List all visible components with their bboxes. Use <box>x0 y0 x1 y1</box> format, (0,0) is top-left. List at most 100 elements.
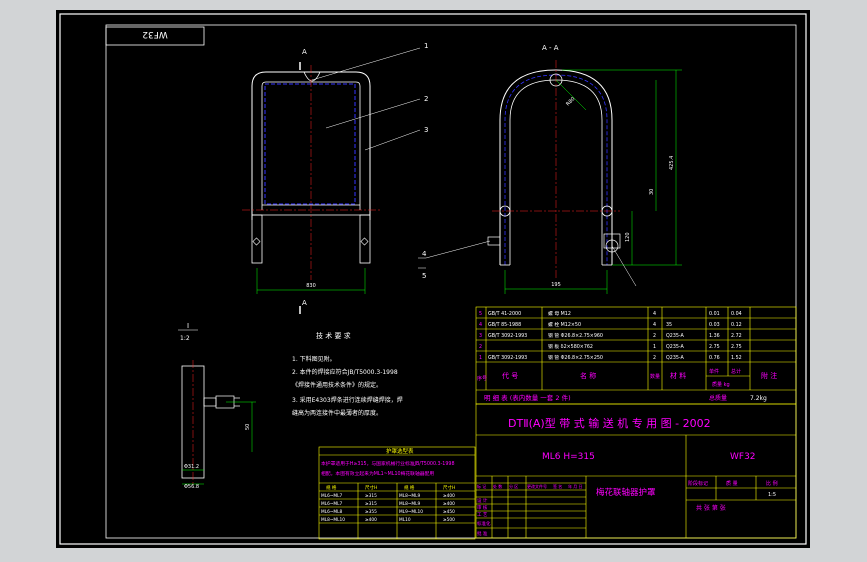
bom-cell-unit: 0.76 <box>709 355 720 361</box>
bom-cell-qty: 1 <box>653 344 656 350</box>
stage-label: 阶段标记 <box>688 480 708 487</box>
sel-cell: ≥500 <box>443 517 455 523</box>
tech-req-line-5: 缝高为两连接件中最薄者的厚度。 <box>292 409 382 417</box>
bom-cell-code: GB/T 85-1988 <box>488 322 521 328</box>
bom-h-total: 总计 <box>731 368 741 375</box>
bom-h-qty: 数量 <box>650 373 660 380</box>
dim-side-radius: R80 <box>565 96 576 107</box>
sel-h-0: 规 格 <box>326 484 337 491</box>
bom-cell-name: 钢 板 δ2×580×762 <box>548 343 593 350</box>
bom-h-unit: 单件 <box>709 368 719 375</box>
title-block-text: DTⅡ(A)型 带 式 输 送 机 专 用 图 - 2002 ML6 H=315… <box>477 416 778 537</box>
bom-cell-name: 螺 母 M12 <box>548 310 571 317</box>
scale-label: 比 例 <box>766 480 778 487</box>
section-view: A - A 195 425.4 30 R80 120 4 <box>418 44 682 294</box>
sel-title: 护罩选型表 <box>386 447 414 455</box>
sel-cell: ML8~ML9 <box>399 501 421 507</box>
bom-headers: 序号 代 号 名 称 数量 材 料 单件 总计 质量 kg 附 注 明 细 表 … <box>477 368 777 402</box>
dim-detail-height: 50 <box>245 424 251 430</box>
bom-cell-total: 0.04 <box>731 311 742 317</box>
bom-detail-line: 明 细 表 (表内数量 一套 2 件) <box>484 393 571 402</box>
sel-cell: ML9~ML10 <box>399 509 423 515</box>
bom-total-weight: 7.2kg <box>750 395 767 402</box>
tb-role: 工 艺 <box>477 512 488 518</box>
drawing-name: 梅花联轴器护罩 <box>596 487 656 498</box>
technical-requirements: 技 术 要 求 1. 下料图见附。 2. 本件的焊接应符合JB/T5000.3-… <box>292 331 403 417</box>
sheet-border-outer <box>59 13 807 545</box>
bom-cell-code: GB/T 3092-1993 <box>488 333 527 339</box>
bom-cell-name: 钢 管 Φ26.8×2.75×960 <box>548 332 603 339</box>
leader-4: 4 <box>422 250 427 258</box>
bom-cell-mat: Q235-A <box>666 333 685 339</box>
bom-h-note: 附 注 <box>761 371 777 380</box>
bom-cell-mat: Q235-A <box>666 355 685 361</box>
dim-detail-w2: Φ56.8 <box>184 484 199 490</box>
main-title: DTⅡ(A)型 带 式 输 送 机 专 用 图 - 2002 <box>508 416 711 430</box>
bom-h-name: 名 称 <box>580 371 596 380</box>
tb-label: 标 记 <box>477 483 486 489</box>
title-block-grid <box>475 403 797 539</box>
sel-h-3: 尺寸H <box>443 484 455 491</box>
tech-req-line-2: 2. 本件的焊接应符合JB/T5000.3-1998 <box>292 368 398 376</box>
sel-cell: ML6~ML8 <box>321 509 343 515</box>
tb-role: 审 核 <box>477 504 488 511</box>
selection-table <box>318 446 476 540</box>
sel-cell: ≥400 <box>443 501 455 507</box>
bom-cell-code: GB/T 41-2000 <box>488 311 521 317</box>
bom-h-seq: 序号 <box>477 375 487 382</box>
sel-cell: ML6~ML7 <box>321 501 343 507</box>
sel-cell: ≥315 <box>365 501 377 507</box>
view-label-a-top: A <box>302 48 307 56</box>
bom-cell-total: 2.72 <box>731 333 742 339</box>
sel-cell: ≥355 <box>365 509 377 515</box>
leader-1: 1 <box>424 42 428 50</box>
bom-cell-qty: 2 <box>653 333 656 339</box>
sheet-border-inner <box>105 24 797 539</box>
weight-label: 质 量 <box>726 480 738 487</box>
tb-label: 签 名 <box>553 483 562 489</box>
tech-req-line-4: 3. 采用E4303焊条进行连续焊缝焊接，焊 <box>292 396 403 404</box>
bom-h-mat: 材 料 <box>670 371 686 380</box>
sel-cell: ML8~ML10 <box>321 517 345 523</box>
rotated-stamp-text: WF32 <box>142 29 168 39</box>
bom-cell-total: 0.12 <box>731 322 742 328</box>
drawing-canvas[interactable]: WF32 A 830 A 1 2 3 A <box>56 10 810 548</box>
tech-req-line-3: 《焊接件通用技术条件》的规定。 <box>292 381 382 389</box>
bom-cell-name: 钢 管 Φ26.8×2.75×250 <box>548 354 603 361</box>
bom-h-code: 代 号 <box>502 371 518 380</box>
dim-detail-w1: Φ31.2 <box>184 464 199 470</box>
tb-label: 分 区 <box>509 483 518 489</box>
leader-2: 2 <box>424 95 428 103</box>
tb-label: 更改文件号 <box>527 483 547 489</box>
sel-cell: ≥400 <box>443 493 455 499</box>
dim-side-inner: 30 <box>649 189 655 195</box>
bom-cell-total: 1.52 <box>731 355 742 361</box>
bom-total-weight-label: 总质量 <box>709 394 727 402</box>
scale-value: 1:5 <box>768 492 776 498</box>
selection-table-text: 护罩选型表 本护罩适用于H≥315，与国家机械行业标准JB/T5000.3-19… <box>321 447 455 523</box>
cad-viewport[interactable]: WF32 A 830 A 1 2 3 A <box>56 10 810 548</box>
rotated-stamp-box <box>105 26 205 46</box>
sel-cell: ≥400 <box>365 517 377 523</box>
tb-role: 批 准 <box>477 530 488 537</box>
dim-side-height: 425.4 <box>669 156 675 170</box>
sel-desc-2: 相配。本图有效立起来为ML1~ML10梅花联轴器配用 <box>321 470 434 477</box>
tb-role: 标准化 <box>477 520 491 527</box>
view-label-a-bottom: A <box>302 299 307 307</box>
detail-label: I <box>187 322 189 330</box>
bom-cell-unit: 0.03 <box>709 322 720 328</box>
bom-cell-qty: 4 <box>653 322 656 328</box>
bom-cell-qty: 4 <box>653 311 656 317</box>
bom-h-weight: 质量 kg <box>712 381 730 388</box>
front-view: A 830 A 1 2 3 <box>242 42 428 314</box>
sel-h-2: 规 格 <box>404 484 415 491</box>
dim-front-width: 830 <box>306 283 316 289</box>
bom-cell-name: 螺 栓 M12×50 <box>548 321 581 328</box>
tb-label: 处 数 <box>493 483 502 489</box>
leader-5: 5 <box>422 272 426 280</box>
detail-scale: 1:2 <box>180 335 190 342</box>
sel-cell: ML10 <box>399 517 411 523</box>
sel-cell: ≥315 <box>365 493 377 499</box>
sheet-count: 共 张 第 张 <box>696 504 726 512</box>
